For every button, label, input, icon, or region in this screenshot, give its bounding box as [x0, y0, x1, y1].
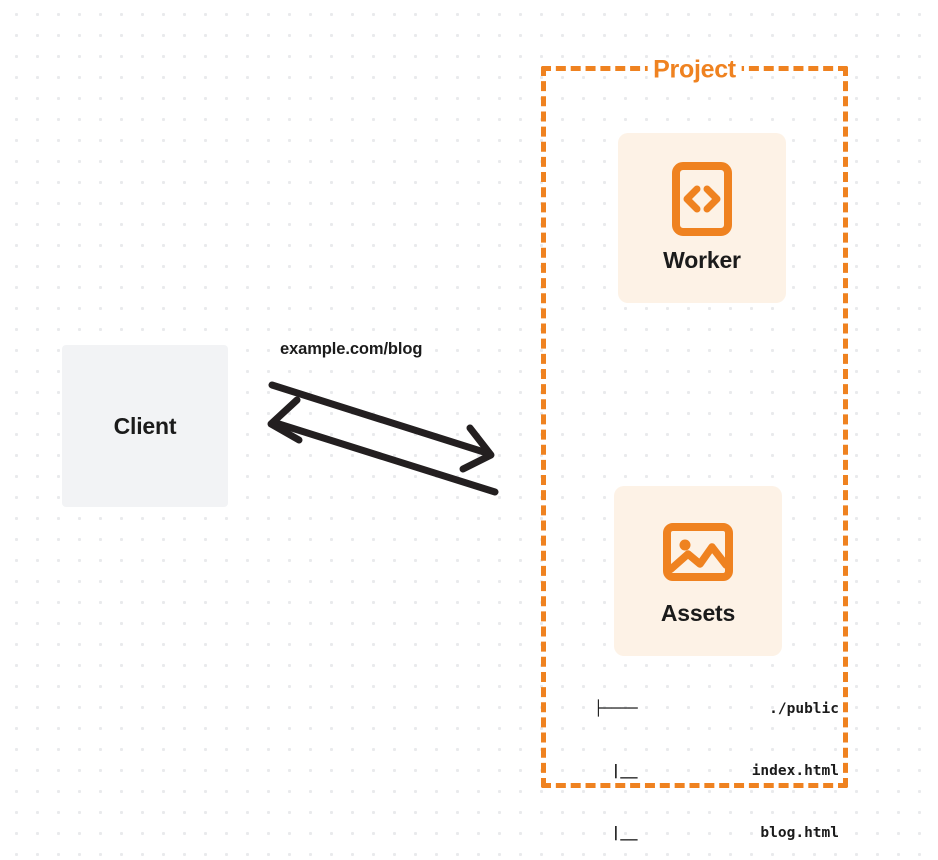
assets-card[interactable]: Assets	[614, 486, 782, 656]
request-url-label: example.com/blog	[280, 340, 423, 358]
tree-branch: |__	[594, 762, 638, 779]
tree-branch: ├────	[594, 701, 638, 718]
project-container: Project Worker Assets	[541, 57, 848, 841]
project-title: Project	[647, 57, 742, 83]
tree-item-name: ./public	[769, 701, 839, 718]
response-arrow	[267, 396, 499, 496]
assets-file-tree: ├──── ./public |__ index.html |__ blog.h…	[594, 658, 839, 860]
tree-branch: |__	[594, 824, 638, 841]
assets-card-label: Assets	[660, 600, 736, 626]
client-node[interactable]: Client	[62, 345, 228, 507]
tree-item-name: index.html	[751, 762, 839, 779]
code-brackets-icon	[671, 161, 733, 237]
tree-row: |__ index.html	[594, 761, 839, 782]
image-icon	[662, 514, 734, 590]
worker-card-label: Worker	[663, 247, 741, 273]
tree-row: ├──── ./public	[594, 699, 839, 720]
tree-row: |__ blog.html	[594, 823, 839, 844]
tree-item-name: blog.html	[760, 824, 839, 841]
worker-card[interactable]: Worker	[618, 133, 786, 303]
client-node-label: Client	[113, 412, 177, 439]
request-arrow	[268, 381, 495, 473]
